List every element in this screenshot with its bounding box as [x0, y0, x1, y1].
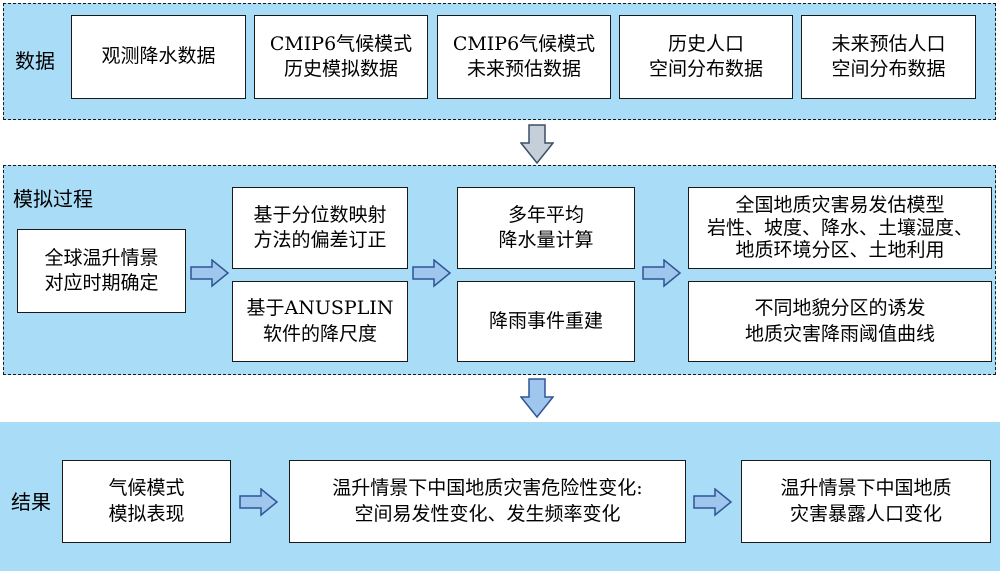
historical-population-line-1: 历史人口: [667, 32, 744, 55]
mean-precip-box: 多年平均 降水量计算: [457, 187, 635, 269]
climate-model-performance-line-1: 气候模式: [108, 477, 185, 500]
future-population-box: 未来预估人口 空间分布数据: [801, 15, 976, 99]
historical-population-box: 历史人口 空间分布数据: [619, 15, 793, 99]
population-exposure-box: 温升情景下中国地质 灾害暴露人口变化: [741, 460, 991, 543]
cmip6-historical-line-1: CMIP6气候模式: [269, 32, 413, 55]
historical-population-line-2: 空间分布数据: [648, 58, 763, 80]
future-population-line-2: 空间分布数据: [831, 58, 946, 80]
hazard-change-line-2: 空间易发性变化、发生频率变化: [354, 502, 621, 525]
cmip6-historical-box: CMIP6气候模式 历史模拟数据: [254, 15, 428, 99]
cmip6-historical-line-2: 历史模拟数据: [283, 58, 398, 80]
climate-model-performance-box: 气候模式 模拟表现: [62, 460, 231, 543]
rainfall-threshold-box: 不同地貌分区的诱发 地质灾害降雨阈值曲线: [688, 281, 992, 362]
simulation-section-label: 模拟过程: [13, 187, 93, 211]
bias-correction-box: 基于分位数映射 方法的偏差订正: [232, 187, 408, 269]
downscaling-box: 基于ANUSPLIN 软件的降尺度: [232, 281, 408, 362]
population-exposure-line-1: 温升情景下中国地质: [780, 477, 952, 500]
warming-scenario-line-2: 对应时期确定: [44, 272, 159, 294]
right-arrow-warming-to-bias: [190, 259, 230, 288]
down-arrow-data-to-sim: [520, 124, 554, 164]
population-exposure-line-2: 灾害暴露人口变化: [789, 502, 942, 525]
bias-correction-line-2: 方法的偏差订正: [253, 229, 387, 251]
warming-scenario-line-1: 全球温升情景: [44, 246, 159, 269]
result-section-label: 结果: [11, 490, 51, 514]
right-arrow-downscale-to-precip: [412, 259, 452, 288]
cmip6-future-line-1: CMIP6气候模式: [452, 32, 596, 55]
climate-model-performance-line-2: 模拟表现: [108, 502, 185, 525]
susceptibility-model-box: 全国地质灾害易发估模型 岩性、坡度、降水、土壤湿度、 地质环境分区、土地利用: [688, 187, 992, 269]
rain-event-line-1: 降雨事件重建: [488, 309, 603, 332]
susceptibility-model-line-1: 全国地质灾害易发估模型: [735, 193, 945, 216]
right-arrow-performance-to-hazard: [239, 488, 279, 517]
susceptibility-model-line-3: 地质环境分区、土地利用: [735, 239, 945, 262]
observed-precip-line-1: 观测降水数据: [101, 45, 216, 68]
right-arrow-precip-to-model: [642, 259, 682, 288]
down-arrow-sim-to-result: [520, 378, 554, 418]
cmip6-future-box: CMIP6气候模式 未来预估数据: [437, 15, 611, 99]
rain-event-box: 降雨事件重建: [457, 281, 635, 362]
bias-correction-line-1: 基于分位数映射: [253, 203, 387, 226]
rainfall-threshold-line-1: 不同地貌分区的诱发: [754, 297, 926, 320]
downscaling-line-1: 基于ANUSPLIN: [246, 297, 394, 320]
warming-scenario-box: 全球温升情景 对应时期确定: [17, 229, 186, 313]
hazard-change-line-1: 温升情景下中国地质灾害危险性变化:: [332, 477, 643, 500]
cmip6-future-line-2: 未来预估数据: [466, 58, 581, 80]
mean-precip-line-1: 多年平均: [507, 203, 584, 226]
data-section-label: 数据: [15, 49, 55, 73]
future-population-line-1: 未来预估人口: [831, 32, 946, 55]
right-arrow-hazard-to-exposure: [693, 488, 733, 517]
mean-precip-line-2: 降水量计算: [498, 229, 594, 251]
downscaling-line-2: 软件的降尺度: [262, 322, 377, 345]
hazard-change-box: 温升情景下中国地质灾害危险性变化: 空间易发性变化、发生频率变化: [289, 460, 686, 543]
rainfall-threshold-line-2: 地质灾害降雨阈值曲线: [744, 322, 935, 345]
susceptibility-model-line-2: 岩性、坡度、降水、土壤湿度、: [706, 216, 973, 239]
observed-precip-box: 观测降水数据: [71, 15, 246, 99]
